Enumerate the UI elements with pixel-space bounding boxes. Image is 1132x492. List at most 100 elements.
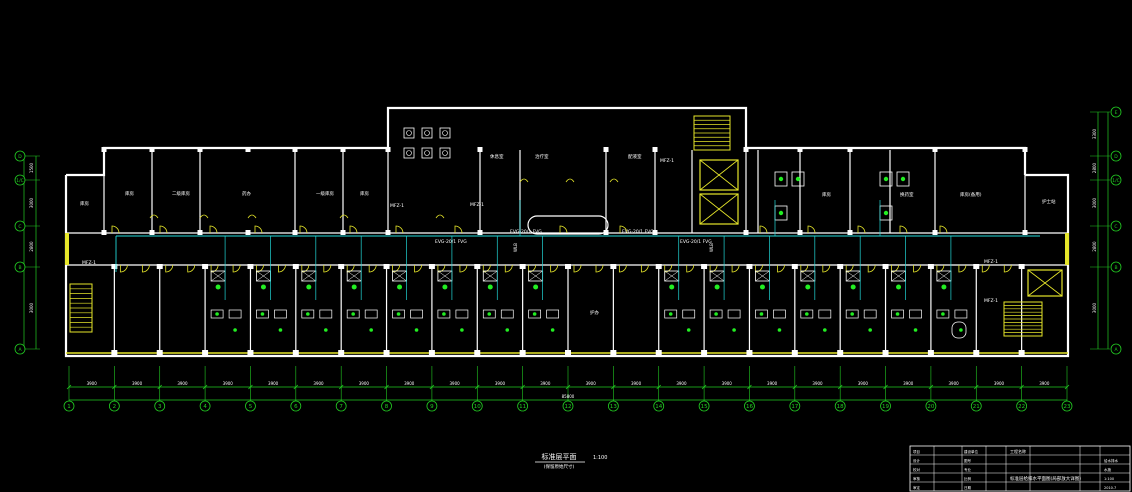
column-post [477,230,483,235]
sink [954,309,968,319]
row-axis-bubble [1110,174,1122,186]
column-post [1018,264,1025,269]
column-post [610,264,617,269]
sink [773,309,786,319]
floor-drain [900,176,906,182]
titleblock-col-label: 比例 [964,476,972,481]
sink [500,309,514,319]
row-axis-bubble [1110,343,1122,355]
floor-drain [414,328,419,332]
plumbing-fixtures [210,127,968,339]
floor-drain [778,210,784,216]
pipe-label: EVG-20/1 FVG [622,229,654,235]
titleblock-col-label: 图号 [964,458,972,463]
column-axis-bubble [290,400,302,412]
wc-bowl [424,130,430,136]
column-post [245,147,251,152]
column-axis-label: 22 [1018,404,1025,410]
column-axis-label: 23 [1064,404,1071,410]
column-axis-label: 12 [565,404,572,410]
floor-drain [260,284,266,290]
sink [709,309,723,319]
floor-drain [896,284,902,290]
sink [727,309,741,319]
dim-text: 3900 [404,381,415,386]
column-post [973,264,980,269]
sink-drain [532,312,537,316]
riser-label: WLB [513,243,518,252]
floor-drain [369,328,373,332]
dim-tick [792,384,798,390]
door-swing [550,264,559,273]
sink-drain [215,312,219,316]
column-post [149,230,155,235]
dim-text: 3900 [268,381,279,386]
fixture-line [800,270,815,282]
floor-drain [777,328,782,332]
exterior-wall [64,173,1070,358]
wc-stall [896,171,910,187]
floor-drain [778,176,784,182]
floor-drain [732,328,736,332]
fixture-line [709,270,725,282]
floor-drain [959,328,963,332]
column-post [519,264,526,269]
floor-drain [883,210,889,216]
room-label: 休息室 [490,153,504,160]
sink-drain [306,312,310,316]
floor-drain [795,176,801,182]
column-post [111,350,118,355]
sink-drain [351,312,355,316]
room-label: 配液室 [628,153,642,160]
floor-drain [913,328,918,332]
room-labels: 库房库房二级库房药办一级库房库房休息室治疗室配液室护办库房(备用)库房换药室护士… [80,153,1056,316]
door-swing [209,225,218,234]
column-post [197,147,203,152]
sink [256,309,269,319]
wc-bowl [406,150,412,156]
sink [664,309,678,319]
column-post [149,147,155,152]
column-axis-bubble [653,400,665,412]
titleblock-drawing-name: 标准层给排水平面图(局部放大详图) [1010,475,1081,482]
equipment-tag: MFZ-1 [470,202,484,208]
column-post [882,350,889,355]
door-swing [899,225,908,234]
dim-text: 3000 [29,302,34,313]
fixture-line [528,270,543,282]
column-axis-bubble [744,400,755,412]
fixture-line [891,270,906,282]
dim-tick [1019,384,1024,390]
column-post [428,350,435,355]
wc-stall [403,127,415,139]
dim-text: 1500 [29,162,34,173]
column-post [797,147,803,152]
column-axis-label: 20 [927,404,934,410]
column-axis-label: 15 [701,404,708,410]
fixture-line [437,270,453,282]
room-label: 二级库房 [172,190,190,197]
sink [210,309,224,319]
column-post [746,264,753,269]
elevator-cross [1027,269,1063,297]
column-post [292,350,299,355]
sink [546,309,559,319]
wc-bowl [424,150,430,156]
column-axis-label: 17 [791,404,798,410]
column-axis-bubble [834,400,846,412]
dim-tick [112,384,117,390]
equipment-symbols [69,115,1063,337]
fixture-line [846,270,861,282]
column-post [927,350,934,355]
column-axis-label: 2 [113,404,117,410]
titleblock-row-label: 设计 [913,458,921,463]
door-swing [199,214,209,219]
column-post [701,264,708,269]
floor-drain [278,328,283,332]
fixture-line [664,270,679,282]
column-post [847,230,853,235]
room-label: 库房 [822,191,831,198]
dim-text: 3900 [812,381,823,386]
column-post [477,147,483,152]
